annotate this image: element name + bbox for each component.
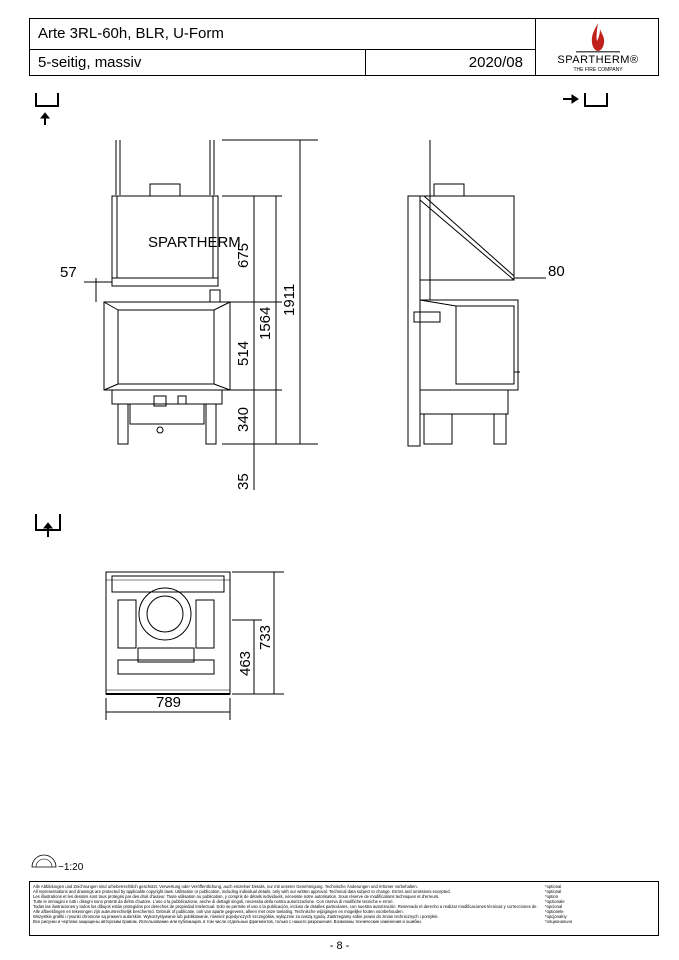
dim-80: 80 (548, 263, 565, 280)
legal-line: Alle afbeeldingen en tekeningen zijn aut… (33, 909, 404, 914)
optional-note: *optional (545, 884, 562, 889)
dim-57: 57 (60, 264, 77, 281)
flame-icon (576, 23, 620, 53)
optional-note: *опционально (545, 919, 573, 924)
page-number: - 8 - (329, 940, 350, 952)
title-row: Arte 3RL-60h, BLR, U-Form (30, 19, 535, 50)
dim-514: 514 (235, 341, 252, 366)
document-title: Arte 3RL-60h, BLR, U-Form (38, 25, 224, 42)
optional-note: *optional (545, 889, 562, 894)
optional-notes: *optional *optional *option *opzionale *… (545, 884, 655, 924)
legal-line: Alle Abbildungen und Zeichnungen sind ur… (33, 884, 418, 889)
top-view (105, 571, 284, 720)
side-view-icon (563, 93, 608, 107)
document-subtitle: 5-seitig, massiv (38, 54, 142, 71)
brand-tagline: THE FIRE COMPANY (573, 67, 623, 73)
dim-789: 789 (156, 694, 181, 711)
dim-675: 675 (235, 243, 252, 268)
document-date: 2020/08 (468, 54, 523, 71)
subtitle-row: 5-seitig, massiv 2020/08 (30, 50, 535, 76)
scale-label: ~1:20 (58, 862, 84, 873)
technical-drawing: SPARTHERM 57 675 514 340 35 1564 1911 80… (35, 93, 608, 720)
optional-note: *opcional (545, 904, 563, 909)
side-view (407, 140, 546, 447)
legal-line: Все рисунки и чертежи защищены авторским… (33, 919, 422, 924)
date-cell: 2020/08 (365, 50, 535, 76)
legal-line: All representations and drawings are pro… (33, 889, 451, 894)
dim-1911: 1911 (281, 284, 298, 316)
dim-35: 35 (235, 473, 252, 490)
dim-340: 340 (235, 407, 252, 432)
scale-icon (31, 854, 57, 868)
dim-463: 463 (237, 651, 254, 676)
dim-1564: 1564 (257, 307, 274, 340)
front-view-icon (35, 93, 59, 125)
title-block: Arte 3RL-60h, BLR, U-Form 5-seitig, mass… (29, 18, 659, 76)
legal-line: Wszystkie grafiki i rysunki chronione są… (33, 914, 439, 919)
legal-text: Alle Abbildungen und Zeichnungen sind ur… (33, 884, 538, 924)
optional-note: *option (545, 894, 559, 899)
front-view (84, 139, 318, 490)
top-view-icon (35, 514, 61, 537)
legal-notice: Alle Abbildungen und Zeichnungen sind ur… (29, 881, 659, 936)
dim-733: 733 (257, 625, 274, 650)
optional-note: *opcjonalny (545, 914, 567, 919)
stove-brand-label: SPARTHERM (148, 234, 241, 251)
legal-line: Les illustrations et les dessins sont to… (33, 894, 440, 899)
brand-name: SPARTHERM® (557, 54, 639, 66)
brand-logo: SPARTHERM® THE FIRE COMPANY (535, 19, 659, 76)
optional-note: *optionele (545, 909, 564, 914)
legal-line: Todas las ilustraciones y todos los dibu… (33, 904, 538, 909)
legal-line: Tutte le immagini e tutti i disegni sono… (33, 899, 394, 904)
optional-note: *opzionale (545, 899, 565, 904)
